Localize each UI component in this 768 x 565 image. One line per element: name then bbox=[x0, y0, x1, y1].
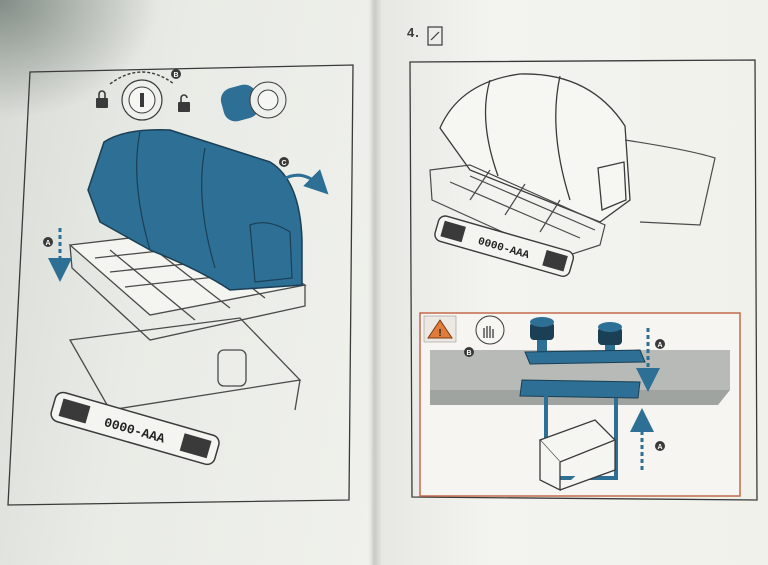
page-icon bbox=[427, 26, 443, 46]
svg-text:!: ! bbox=[438, 328, 441, 339]
key-cylinder-icon bbox=[121, 79, 163, 121]
callout-b-label: B bbox=[173, 72, 178, 79]
callout-c-label: C bbox=[281, 160, 286, 167]
arrow-c bbox=[281, 169, 329, 195]
right-panel-frame bbox=[409, 59, 758, 501]
left-panel-frame bbox=[7, 64, 354, 506]
clamp-plate-top bbox=[524, 349, 646, 365]
square-tube bbox=[538, 419, 617, 492]
warning-icon: ! bbox=[423, 315, 457, 343]
lock-icon bbox=[96, 90, 108, 108]
callout-b-inset: B bbox=[464, 347, 474, 357]
license-plate-bar-right: 0000-AAA bbox=[434, 215, 575, 277]
unlock-icon bbox=[178, 94, 190, 112]
key-icon bbox=[220, 81, 287, 122]
rotate-arrow bbox=[109, 71, 175, 85]
callout-a-right-bottom-label: A bbox=[657, 444, 662, 451]
page-fold bbox=[368, 0, 382, 565]
license-plate-bar-left: 0000-AAA bbox=[50, 391, 220, 466]
callout-a-left: A bbox=[43, 237, 53, 247]
callout-b-inset-label: B bbox=[466, 350, 471, 357]
rack-frame-right bbox=[429, 139, 716, 259]
step-number: 4. bbox=[407, 25, 420, 40]
cargo-box-lid bbox=[87, 129, 303, 291]
callout-c: C bbox=[279, 157, 289, 167]
callout-a-right-bottom: A bbox=[655, 441, 665, 451]
hand-icon bbox=[475, 315, 505, 345]
callout-a-right-top: A bbox=[655, 339, 665, 349]
callout-a-left-label: A bbox=[45, 240, 50, 247]
callout-b: B bbox=[171, 69, 181, 79]
callout-a-right-top-label: A bbox=[657, 342, 662, 349]
knob-left bbox=[530, 317, 554, 352]
clamp-plate-bottom bbox=[519, 379, 641, 399]
cargo-box-closed bbox=[439, 73, 631, 223]
